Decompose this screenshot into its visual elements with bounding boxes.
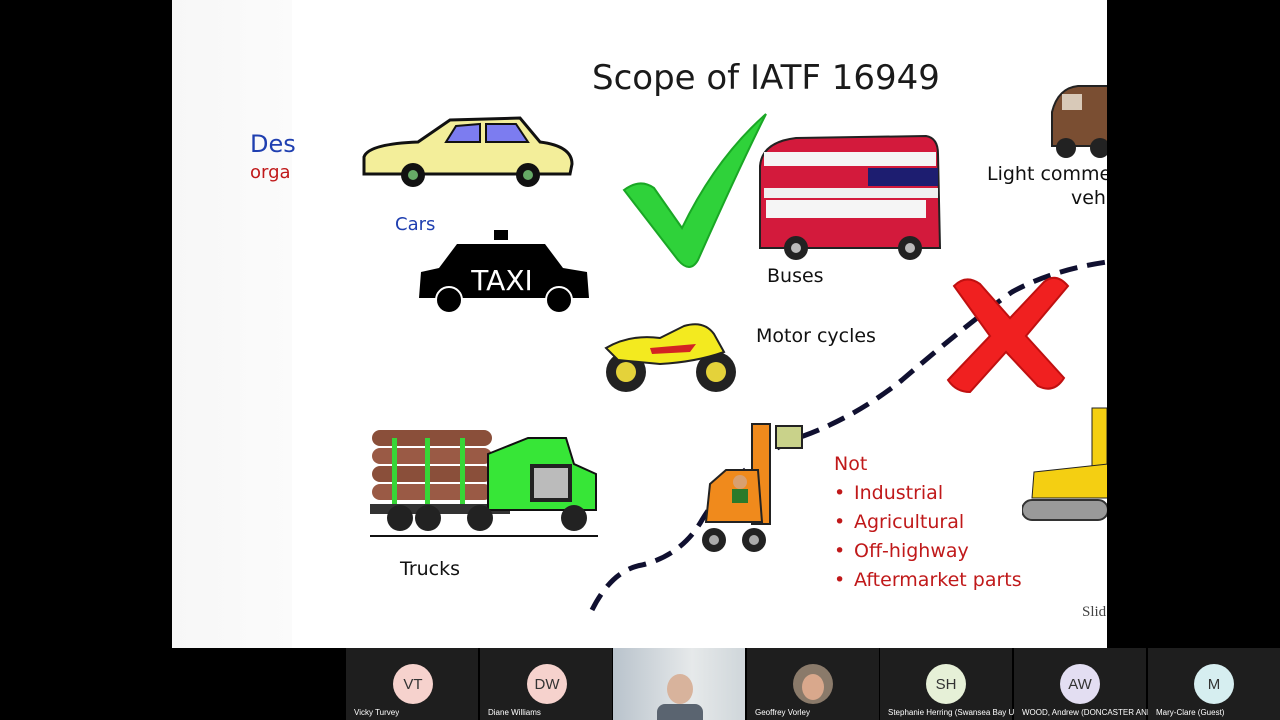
scope-boundary-line xyxy=(589,259,1107,612)
participant-name: Mary-Clare (Guest) xyxy=(1156,708,1225,717)
label-buses: Buses xyxy=(767,265,824,287)
avatar: VT xyxy=(393,664,433,704)
participant-name: Stephanie Herring (Swansea Bay U... xyxy=(888,708,1014,717)
participant-tile[interactable]: DW Diane Williams xyxy=(480,648,612,720)
person-head xyxy=(667,674,693,704)
forklift-icon xyxy=(702,423,803,552)
slide-left-panel xyxy=(172,0,292,648)
participant-strip: VT Vicky Turvey DW Diane Williams Geoffr… xyxy=(346,648,1280,720)
person-body xyxy=(657,704,703,720)
slide-footer-text: Slid xyxy=(1082,604,1107,620)
not-item-off-highway: Off-highway xyxy=(834,537,1022,566)
not-item-agricultural: Agricultural xyxy=(834,508,1022,537)
bulldozer-icon xyxy=(1022,407,1107,521)
motorcycle-icon xyxy=(604,323,736,392)
participant-tile[interactable]: Geoffrey Vorley xyxy=(747,648,879,720)
not-heading: Not xyxy=(834,453,868,475)
participant-name: Diane Williams xyxy=(488,708,541,717)
car-icon xyxy=(362,116,574,187)
light-commercial-vehicle-icon xyxy=(1051,85,1107,158)
presentation-slide: Scope of IATF 16949 Des orga Cars TAXI B… xyxy=(172,0,1107,648)
participant-name: Vicky Turvey xyxy=(354,708,400,717)
cross-icon xyxy=(946,276,1070,394)
label-light-commercial-2: vehi xyxy=(1071,187,1107,209)
avatar: DW xyxy=(527,664,567,704)
participant-tile[interactable]: SH Stephanie Herring (Swansea Bay U... xyxy=(880,648,1014,720)
side-text-description: Des xyxy=(250,130,296,158)
profile-photo xyxy=(793,664,833,704)
checkmark-icon xyxy=(622,113,767,268)
bus-icon xyxy=(759,134,942,260)
taxi-sign-text: TAXI xyxy=(470,264,533,297)
label-cars: Cars xyxy=(395,214,436,235)
avatar: SH xyxy=(926,664,966,704)
label-light-commercial-1: Light commer xyxy=(987,163,1107,185)
not-item-aftermarket: Aftermarket parts xyxy=(834,566,1022,595)
participant-tile[interactable]: M Mary-Clare (Guest) xyxy=(1148,648,1280,720)
participant-name: Geoffrey Vorley xyxy=(755,708,810,717)
taxi-icon: TAXI xyxy=(419,230,589,314)
participant-tile[interactable]: AW WOOD, Andrew (DONCASTER AND... xyxy=(1014,648,1148,720)
side-text-organisation: orga xyxy=(250,162,291,183)
not-item-industrial: Industrial xyxy=(834,479,1022,508)
excluded-scope-list: Not Industrial Agricultural Off-highway … xyxy=(834,450,1022,595)
participant-video-tile[interactable] xyxy=(613,648,745,720)
avatar: M xyxy=(1194,664,1234,704)
avatar: AW xyxy=(1060,664,1100,704)
slide-title: Scope of IATF 16949 xyxy=(592,58,940,98)
participant-tile[interactable]: VT Vicky Turvey xyxy=(346,648,478,720)
participant-name: WOOD, Andrew (DONCASTER AND... xyxy=(1022,708,1148,717)
label-trucks: Trucks xyxy=(400,558,461,580)
truck-icon xyxy=(370,430,598,537)
label-motorcycles: Motor cycles xyxy=(756,325,876,347)
